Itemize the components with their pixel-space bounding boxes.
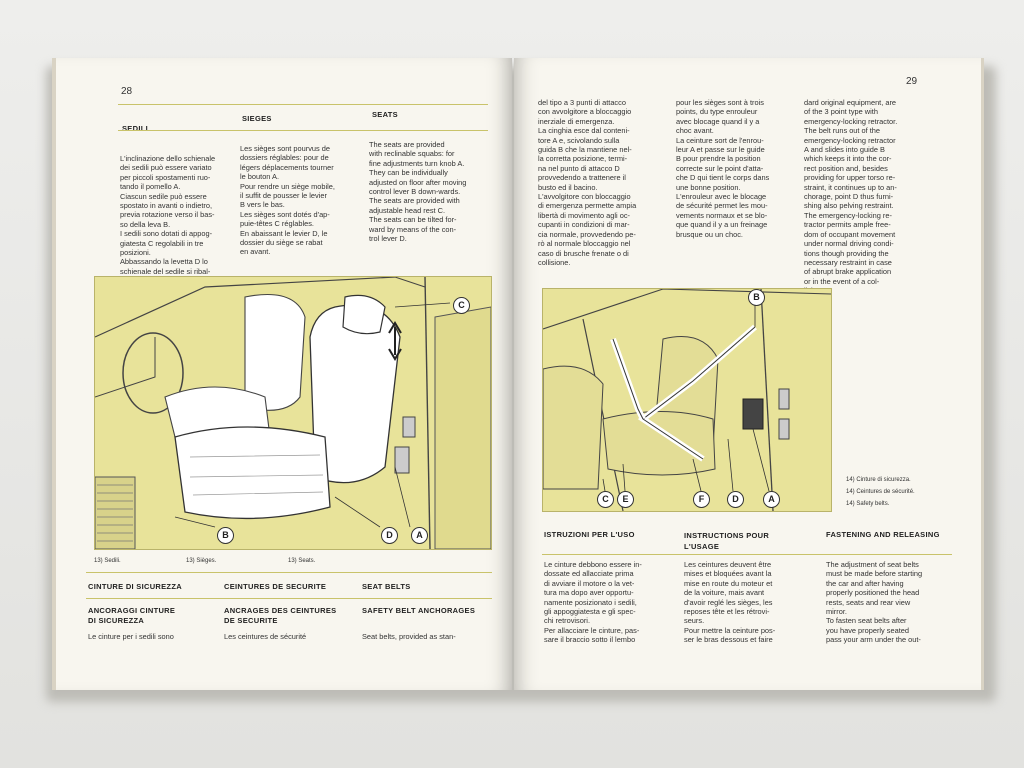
header-fastening-releasing: FASTENING AND RELEASING — [826, 530, 940, 539]
callout-B: B — [217, 527, 234, 544]
caption-seats: 13) Seats. — [288, 558, 316, 564]
header-ceintures: CEINTURES DE SECURITE — [224, 582, 327, 591]
callout-D-belt: D — [727, 491, 744, 508]
belt-drawing — [543, 289, 831, 511]
page-number-left: 28 — [121, 86, 133, 97]
belt-rule-top — [86, 572, 492, 573]
callout-D: D — [381, 527, 398, 544]
text-english-use: The adjustment of seat belts must be mad… — [826, 560, 923, 645]
callout-A-belt: A — [763, 491, 780, 508]
header-ancoraggi: ANCORAGGI CINTURE DI SICUREZZA — [88, 606, 176, 625]
text-italian-belts-cont: del tipo a 3 punti di attacco con avvolg… — [538, 98, 637, 267]
use-rule — [542, 554, 952, 555]
header-rule-top — [118, 104, 488, 105]
seat-illustration: C B D A — [94, 276, 492, 550]
text-french-use: Les ceintures deuvent être mises et bloq… — [684, 560, 776, 645]
callout-B-belt: B — [748, 289, 765, 306]
right-page: 29 del tipo a 3 punti di attacco con avv… — [514, 58, 984, 690]
header-cinture: CINTURE DI SICUREZZA — [88, 582, 182, 591]
header-sieges: SIEGES — [242, 114, 272, 123]
callout-F-belt: F — [693, 491, 710, 508]
belt-rule-bottom — [86, 598, 492, 599]
seat-drawing — [95, 277, 491, 549]
belt-illustration: B C E F D A — [542, 288, 832, 512]
text-italian-use: Le cinture debbono essere in- dossate ed… — [544, 560, 642, 645]
page-number-right: 29 — [906, 76, 918, 87]
caption-sedili: 13) Sedili. — [94, 558, 121, 564]
header-instructions-usage: INSTRUCTIONS POUR L'USAGE — [684, 531, 770, 551]
text-french-belts: Les ceintures de sécurité — [224, 632, 307, 641]
header-istruzioni: ISTRUZIONI PER L'USO — [544, 530, 635, 539]
text-english-seats: The seats are provided with reclinable s… — [369, 140, 467, 244]
text-english-belts-cont: dard original equipment, are of the 3 po… — [804, 98, 898, 295]
header-seats: SEATS — [372, 110, 398, 119]
header-safety-belt-anchorages: SAFETY BELT ANCHORAGES — [362, 606, 476, 615]
callout-E-belt: E — [617, 491, 634, 508]
left-page: 28 SEDILI SIEGES SEATS L'inclinazione de… — [52, 58, 512, 690]
text-italian-belts: Le cinture per i sedili sono — [88, 632, 174, 641]
header-seat-belts: SEAT BELTS — [362, 582, 411, 591]
header-sedili: SEDILI — [122, 124, 148, 133]
callout-C: C — [453, 297, 470, 314]
callout-C-belt: C — [597, 491, 614, 508]
legend-safety-belts: 14) Cinture di sicurezza. 14) Ceintures … — [846, 477, 915, 507]
text-french-belts-cont: pour les sièges sont à trois points, du … — [676, 98, 770, 239]
header-rule-bottom — [118, 130, 488, 131]
callout-A: A — [411, 527, 428, 544]
text-english-belts: Seat belts, provided as stan- — [362, 632, 456, 641]
text-italian-seats: L'inclinazione dello schienale dei sedil… — [120, 154, 216, 285]
header-ancrages: ANCRAGES DES CEINTURES DE SECURITE — [224, 606, 337, 625]
caption-sieges: 13) Sièges. — [186, 558, 217, 564]
text-french-seats: Les sièges sont pourvus de dossiers régl… — [240, 144, 335, 257]
